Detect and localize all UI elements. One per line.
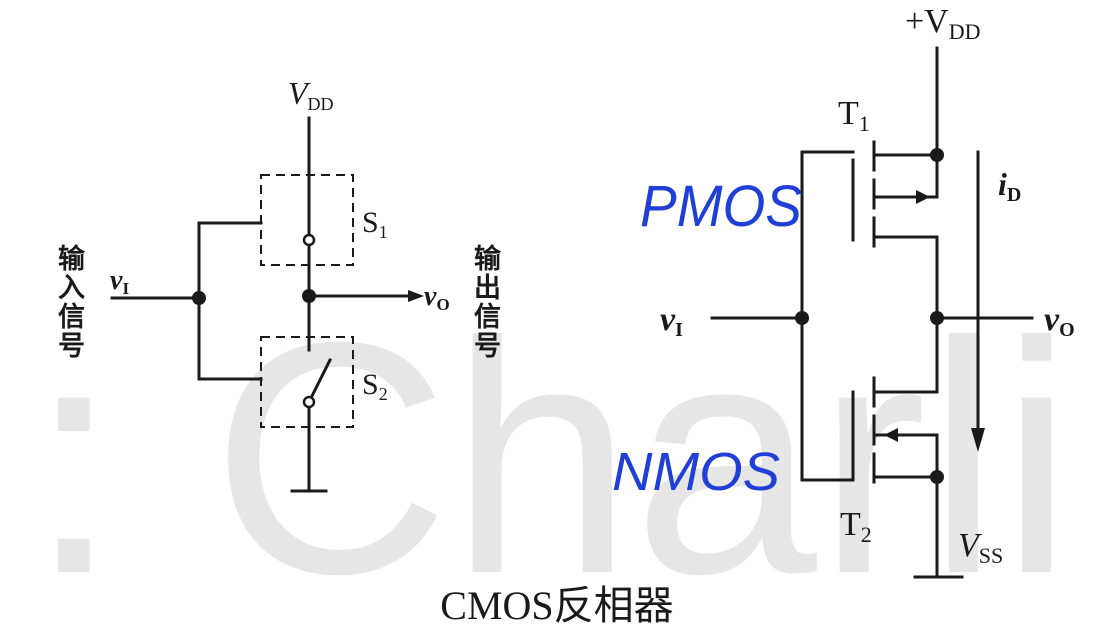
left-output-arrow (408, 290, 424, 302)
output-signal-char-1: 输 (474, 243, 502, 275)
figure-caption: CMOS反相器 (440, 583, 673, 628)
switch-model-circuit: VDD S1 S2 vI vO 输 入 信 (58, 75, 502, 493)
watermark: : Charli (28, 273, 1073, 633)
pmos-drain-wire (872, 235, 939, 320)
transistor-circuit: +VDD T1 vO T2 VSS vI (660, 3, 1075, 579)
output-signal-char-2: 出 (474, 273, 501, 304)
left-input-label: vI (110, 265, 129, 298)
current-arrowhead (971, 428, 985, 452)
s1-pivot (302, 233, 316, 247)
output-signal-char-4: 号 (474, 331, 501, 362)
right-output-label: vO (1044, 301, 1075, 341)
pmos-body-arrow (916, 190, 930, 204)
pmos-handwritten-note: PMOS (640, 174, 802, 239)
s1-label: S1 (362, 206, 388, 242)
right-input-node (795, 311, 809, 325)
input-signal-char-3: 信 (58, 302, 85, 333)
nmos-drain-wire (872, 316, 939, 394)
current-label: iD (998, 166, 1021, 206)
output-signal-char-3: 信 (474, 302, 501, 333)
left-output-label: vO (424, 281, 450, 314)
left-vdd-label: VDD (288, 75, 334, 114)
s2-dashed-box (260, 336, 354, 428)
nmos-t2-label: T2 (840, 506, 872, 547)
pmos-t1-label: T1 (838, 95, 870, 136)
input-signal-char-1: 输 (58, 243, 86, 275)
pmos-source-node (930, 148, 944, 162)
nmos-body-arrow (884, 428, 898, 442)
input-signal-char-2: 入 (58, 273, 85, 304)
input-signal-char-4: 号 (58, 331, 85, 362)
nmos-source-node (930, 470, 944, 484)
vss-label: VSS (958, 527, 1003, 568)
nmos-handwritten-note: NMOS (612, 442, 780, 502)
s2-control-wire (197, 296, 263, 381)
s2-label: S2 (362, 368, 388, 404)
s1-control-wire (197, 221, 263, 300)
right-input-label: vI (660, 301, 683, 341)
s1-dashed-box (260, 174, 354, 266)
gate-bus-wire (800, 150, 855, 482)
right-vdd-label: +VDD (905, 3, 981, 44)
s2-pivot (302, 395, 316, 409)
s2-blade (306, 357, 333, 405)
